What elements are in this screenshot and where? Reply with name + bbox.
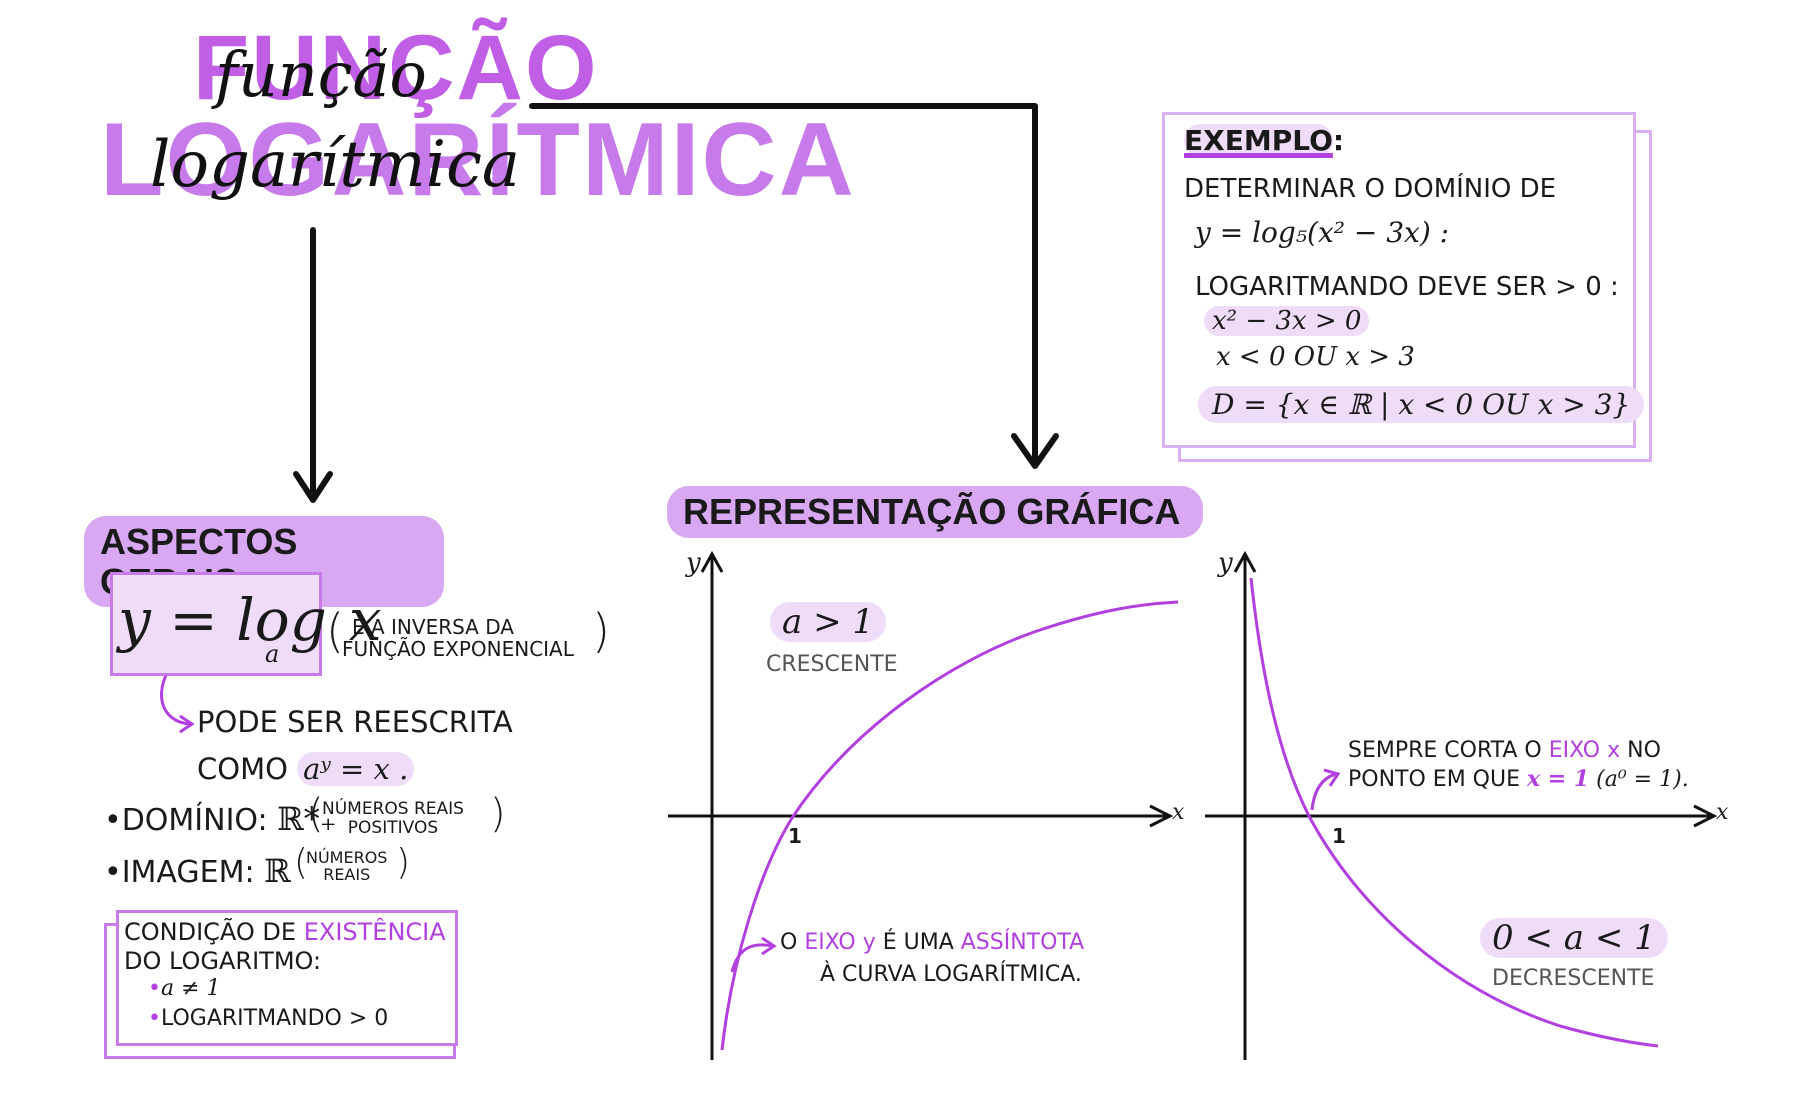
example-line5: x < 0 OU x > 3 [1216, 342, 1415, 372]
graph2-condition: 0 < a < 1 [1480, 918, 1668, 958]
dominio-label: •DOMÍNIO: [104, 803, 268, 838]
imagem-value: ℝ [264, 852, 291, 890]
dominio-note: ( NÚMEROS REAIS POSITIVOS ) [308, 792, 506, 838]
graph1-y-label: y [686, 548, 701, 578]
inverse-note-line2: FUNÇÃO EXPONENCIAL [342, 637, 574, 661]
arrow-assintota [730, 943, 773, 973]
log-formula-base: a [265, 640, 280, 668]
example-title-text: EXEMPLO [1184, 124, 1333, 157]
paren-open-imagem: ( [294, 842, 309, 883]
graph2-note2-prefix: PONTO EM QUE [1348, 767, 1520, 792]
graph2-note-suffix: NO [1627, 738, 1661, 763]
inverse-note: ( É A INVERSA DA FUNÇÃO EXPONENCIAL ) [326, 606, 610, 661]
dominio-note-line1: NÚMEROS REAIS [322, 799, 464, 819]
title-big-line2: LOGARÍTMICA [100, 102, 856, 218]
paren-open-dominio: ( [308, 791, 324, 837]
graph2-note-x1: x = 1 [1526, 766, 1590, 792]
condition-box [116, 910, 458, 1046]
rewrite-expression: COMO aʸ = x . [197, 752, 415, 786]
graph2-curve-decreasing [1249, 577, 1659, 1048]
graph2-y-label: y [1218, 548, 1233, 578]
paren-close: ) [592, 604, 610, 658]
condition-title: CONDIÇÃO DE EXISTÊNCIA DO LOGARITMO: [124, 918, 446, 977]
graph2-note-prefix: SEMPRE CORTA O [1348, 738, 1542, 763]
example-line3: LOGARITMANDO DEVE SER > 0 : [1195, 272, 1619, 302]
inverse-note-line1: É A INVERSA DA [352, 615, 514, 639]
graph2-note-eixo: EIXO x [1548, 738, 1621, 763]
graph1-note-eixo: EIXO y [804, 930, 876, 955]
graph1-note-assintota: ASSÍNTOTA [960, 930, 1085, 955]
graph1-note-line1: O EIXO y É UMA ASSÍNTOTA [780, 930, 1084, 955]
graph2-x-label: x [1716, 800, 1729, 825]
log-formula-main: y = log [118, 586, 327, 654]
graph1-behavior: CRESCENTE [766, 652, 898, 677]
formula-box [110, 572, 322, 676]
grafica-header: REPRESENTAÇÃO GRÁFICA [667, 486, 1203, 538]
example-line4: x² − 3x > 0 [1204, 306, 1370, 336]
imagem: •IMAGEM: ℝ [104, 852, 291, 890]
condition-title-highlight: EXISTÊNCIA [303, 918, 446, 946]
graph2-axes [1205, 550, 1718, 1060]
condition-item1: a ≠ 1 [160, 976, 221, 1001]
log-formula-var: x [348, 586, 382, 654]
graph1-curve-increasing [720, 600, 1179, 1051]
title-script-line2: logarítmica [150, 128, 521, 202]
example-title-colon: : [1332, 124, 1345, 157]
graph1-x-label: x [1172, 800, 1185, 825]
bullet-dot: • [148, 1006, 161, 1031]
paren-close-imagem: ) [396, 842, 411, 883]
graph2-behavior: DECRESCENTE [1492, 966, 1655, 991]
graph1-note-mid: É UMA [882, 930, 954, 955]
graph1-note-prefix: O [780, 930, 798, 955]
graph1-note-line2: À CURVA LOGARÍTMICA. [820, 962, 1082, 987]
arrow-title-to-grafica [529, 103, 1059, 469]
rewrite-expr: aʸ = x . [297, 752, 415, 786]
condition-item2: LOGARITMANDO > 0 [160, 1006, 389, 1031]
example-line1: DETERMINAR O DOMÍNIO DE [1184, 174, 1557, 204]
example-title: EXEMPLO: [1184, 124, 1344, 157]
condition-item-base: •a ≠ 1 [148, 976, 221, 1001]
condition-title-prefix: CONDIÇÃO DE [124, 918, 297, 946]
graph2-note-line2: PONTO EM QUE x = 1 (a⁰ = 1). [1348, 766, 1689, 792]
condition-title-line2: DO LOGARITMO: [124, 947, 322, 976]
arrow-title-to-aspectos [293, 227, 333, 503]
graph1-condition: a > 1 [770, 602, 887, 642]
example-domain-result: D = {x ∈ ℝ | x < 0 OU x > 3} [1198, 386, 1645, 423]
bullet-dot: • [148, 976, 161, 1001]
dominio-value: ℝ*₊ [277, 800, 337, 838]
graph2-note-line1: SEMPRE CORTA O EIXO x NO [1348, 738, 1661, 763]
graph1-axes [668, 550, 1174, 1060]
dominio: •DOMÍNIO: ℝ*₊ [104, 800, 337, 838]
title-script-line1: função [215, 38, 427, 111]
imagem-note-line1: NÚMEROS [306, 848, 388, 867]
graph2-tick-1: 1 [1332, 824, 1346, 848]
imagem-note-line2: REAIS [323, 864, 371, 884]
rewrite-text: PODE SER REESCRITA [197, 705, 513, 739]
example-line2: y = log₅(x² − 3x) : [1195, 216, 1450, 249]
paren-close-dominio: ) [490, 791, 506, 837]
title-big-line1: FUNÇÃO [193, 17, 599, 119]
imagem-note: ( NÚMEROS REAIS ) [294, 844, 410, 884]
graph1-tick-1: 1 [788, 824, 802, 848]
condition-item-logaritmando: •LOGARITMANDO > 0 [148, 1006, 388, 1031]
graph2-note2-suffix: (a⁰ = 1). [1596, 767, 1689, 792]
paren-open: ( [326, 604, 344, 658]
arrow-corta-eixo [1310, 772, 1337, 811]
dominio-note-line2: POSITIVOS [347, 817, 439, 838]
log-formula: y = log x [118, 586, 382, 654]
imagem-label: •IMAGEM: [104, 855, 255, 890]
rewrite-prefix: COMO [197, 752, 288, 786]
